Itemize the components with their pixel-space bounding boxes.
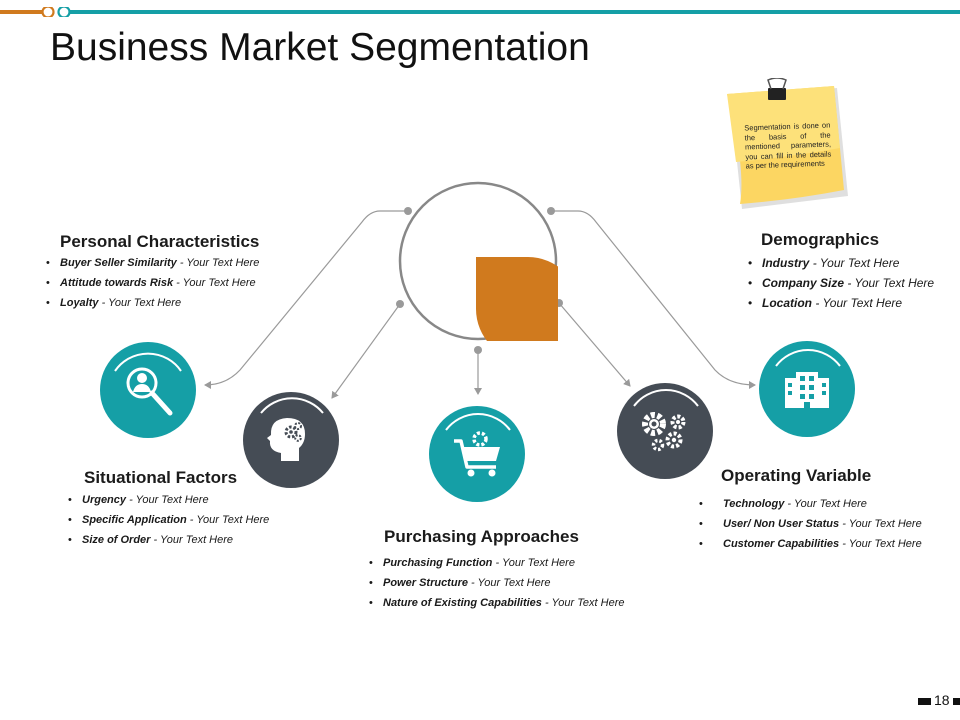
pie-chart-icon [398,181,558,341]
user-search-icon [126,367,173,416]
list-item: Location - Your Text Here [746,293,934,313]
personal-characteristics-list: Buyer Seller Similarity - Your Text Here… [44,253,259,313]
shopping-cart-icon [454,431,500,477]
operating-variable-heading: Operating Variable [721,466,872,485]
list-item: Attitude towards Risk - Your Text Here [44,273,259,293]
slide-title: Business Market Segmentation [50,26,590,69]
list-item: Size of Order - Your Text Here [66,530,269,550]
center-circle [398,181,558,341]
sticky-note [727,78,848,209]
situational-factors-list: Urgency - Your Text Here Specific Applic… [66,490,269,550]
list-item: User/ Non User Status - Your Text Here [697,514,922,534]
personal-characteristics-heading: Personal Characteristics [60,232,260,251]
binder-clip-icon [767,78,787,100]
list-item: Loyalty - Your Text Here [44,293,259,313]
list-item: Industry - Your Text Here [746,253,934,273]
purchasing-approaches-list: Purchasing Function - Your Text Here Pow… [367,553,624,613]
building-icon [785,372,829,408]
list-item: Purchasing Function - Your Text Here [367,553,624,573]
operating-variable-list: Technology - Your Text Here User/ Non Us… [697,494,922,554]
situational-factors-heading: Situational Factors [84,468,238,487]
demographics-heading: Demographics [761,230,880,249]
page-number: 18 [934,692,950,708]
demographics-list: Industry - Your Text Here Company Size -… [746,253,934,313]
list-item: Customer Capabilities - Your Text Here [697,534,922,554]
brain-gears-icon [267,418,305,461]
purchasing-approaches-heading: Purchasing Approaches [384,527,579,546]
operating-variable-icon-circle [616,382,716,482]
list-item: Company Size - Your Text Here [746,273,934,293]
list-item: Power Structure - Your Text Here [367,573,624,593]
demographics-icon-circle [758,340,858,440]
gears-icon [642,412,686,452]
purchasing-approaches-icon-circle [428,405,528,505]
list-item: Buyer Seller Similarity - Your Text Here [44,253,259,273]
list-item: Urgency - Your Text Here [66,490,269,510]
list-item: Nature of Existing Capabilities - Your T… [367,593,624,613]
personal-characteristics-icon-circle [99,341,199,441]
list-item: Specific Application - Your Text Here [66,510,269,530]
page-number-marks [918,698,960,705]
top-decorative-bar [0,7,960,17]
situational-factors-icon-circle [241,391,341,491]
list-item: Technology - Your Text Here [697,494,922,514]
sticky-note-text: Segmentation is done on the basis of the… [744,120,832,171]
